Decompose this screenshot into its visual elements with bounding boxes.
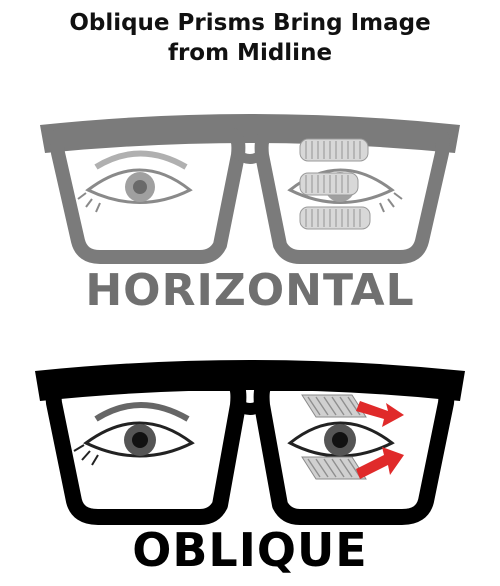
oblique-label: OBLIQUE [132,523,368,577]
page-title: Oblique Prisms Bring Image from Midline [0,8,500,68]
prism-bar-2 [299,172,359,196]
red-arrows [356,401,404,479]
right-eye [287,421,395,458]
right-lens [253,375,455,525]
oblique-glasses-svg [35,360,465,525]
left-lens [50,128,246,264]
horizontal-glasses-svg [40,114,460,264]
left-lens [45,375,247,525]
horizontal-label: HORIZONTAL [85,265,415,316]
bridge [232,398,268,415]
title-line-2: from Midline [167,40,333,66]
horizontal-prism-illustration [0,95,500,310]
left-eye [73,402,195,466]
oblique-prism-illustration [0,345,500,586]
glasses-frame [35,360,465,525]
oblique-stripes [307,396,361,478]
title-line-1: Oblique Prisms Bring Image [69,10,431,36]
oblique-prism-2 [301,456,367,480]
oblique-prism-1 [301,394,367,418]
arrow-lower [356,447,404,479]
right-lens [254,128,450,264]
prism-bar-1 [299,138,369,162]
bridge [232,149,268,164]
arrow-upper [356,401,404,427]
left-eye [77,150,193,213]
prism-stripes [305,141,361,227]
